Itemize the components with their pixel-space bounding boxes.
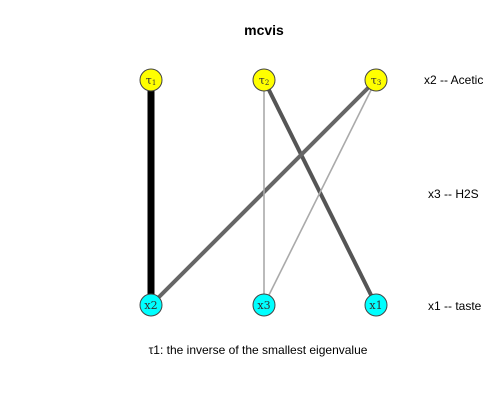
diagram-title: mcvis xyxy=(244,22,284,38)
side-label-x3: x3 -- H2S xyxy=(428,187,479,201)
node-circle-x2 xyxy=(139,293,163,317)
node-circle-tau1 xyxy=(139,68,163,92)
node-x1: x1 xyxy=(364,293,388,317)
node-circle-tau2 xyxy=(252,68,276,92)
node-tau2: τ2 xyxy=(252,68,276,92)
node-circle-x3 xyxy=(252,293,276,317)
side-label-x1: x1 -- taste xyxy=(428,299,482,313)
node-tau1: τ1 xyxy=(139,68,163,92)
node-label-x3: x3 xyxy=(257,299,270,312)
node-x3: x3 xyxy=(252,293,276,317)
node-label-x1: x1 xyxy=(369,299,382,312)
node-x2: x2 xyxy=(139,293,163,317)
node-circle-tau3 xyxy=(364,68,388,92)
side-label-x2: x2 -- Acetic xyxy=(424,73,483,87)
node-tau3: τ3 xyxy=(364,68,388,92)
node-label-tau3: τ3 xyxy=(371,74,382,87)
node-circle-x1 xyxy=(364,293,388,317)
node-label-x2: x2 xyxy=(144,299,157,312)
edge-group xyxy=(147,78,378,307)
footnote: τ1: the inverse of the smallest eigenval… xyxy=(149,343,368,357)
edge-tau3-x3 xyxy=(263,79,377,306)
node-label-tau1: τ1 xyxy=(146,74,157,87)
node-label-tau2: τ2 xyxy=(259,74,270,87)
node-group: τ1 τ2 τ3 x2 x3 x1 xyxy=(139,68,388,317)
